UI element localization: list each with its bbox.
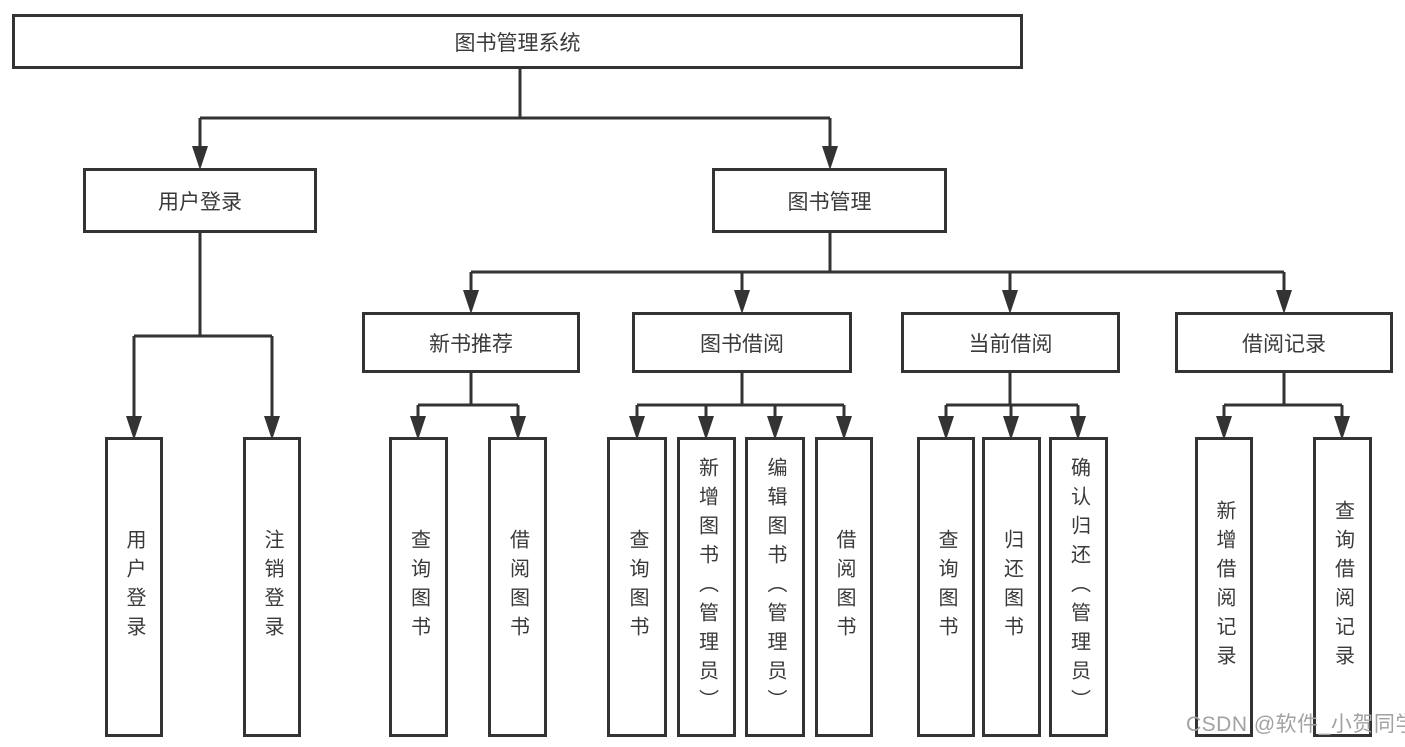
node-book-borrow: 图书借阅: [632, 312, 852, 373]
leaf-logout: 注销登录: [243, 437, 301, 737]
leaf-return-books: 归还图书: [982, 437, 1041, 737]
leaf-label: 编辑图书（管理员）: [764, 456, 786, 718]
leaf-label: 归还图书: [1000, 529, 1023, 645]
node-current-borrow: 当前借阅: [901, 312, 1120, 373]
leaf-label: 借阅图书: [506, 529, 529, 645]
leaf-query-books-current: 查询图书: [917, 437, 975, 737]
node-user-login: 用户登录: [83, 168, 317, 233]
leaf-label: 查询图书: [407, 529, 430, 645]
leaf-label: 查询借阅记录: [1331, 500, 1354, 674]
leaf-borrow-books: 借阅图书: [815, 437, 873, 737]
leaf-label: 确认归还（管理员）: [1067, 456, 1090, 718]
leaf-label: 用户登录: [123, 529, 145, 645]
leaf-user-login: 用户登录: [105, 437, 163, 737]
connector-new-book-recommend-to-children: [410, 373, 526, 440]
leaf-query-books-borrow: 查询图书: [607, 437, 667, 737]
node-new-book-recommend: 新书推荐: [362, 312, 580, 373]
connector-root-to-level1: [192, 69, 838, 170]
leaf-label: 新增图书（管理员）: [695, 456, 718, 718]
leaf-add-books-admin: 新增图书（管理员）: [677, 437, 736, 737]
leaf-query-borrow-record: 查询借阅记录: [1313, 437, 1372, 737]
connector-book-management-to-level2: [463, 233, 1292, 314]
leaf-label: 新增借阅记录: [1213, 500, 1235, 674]
leaf-label: 查询图书: [935, 529, 957, 645]
connector-borrow-records-to-children: [1216, 373, 1350, 440]
connector-current-borrow-to-children: [938, 373, 1086, 440]
leaf-borrow-books-recommend: 借阅图书: [488, 437, 547, 737]
node-borrow-records: 借阅记录: [1175, 312, 1393, 373]
watermark-text: CSDN @软件_小贺同学: [1186, 713, 1405, 736]
leaf-label: 注销登录: [261, 529, 283, 645]
leaf-add-borrow-record: 新增借阅记录: [1195, 437, 1253, 737]
connector-book-borrow-to-children: [629, 373, 852, 440]
connector-user-login-to-children: [126, 233, 280, 440]
leaf-label: 借阅图书: [833, 529, 855, 645]
leaf-query-books-recommend: 查询图书: [389, 437, 448, 737]
node-book-management: 图书管理: [712, 168, 947, 233]
leaf-confirm-return-admin: 确认归还（管理员）: [1049, 437, 1108, 737]
leaf-label: 查询图书: [626, 529, 648, 645]
node-root-book-management-system: 图书管理系统: [12, 14, 1023, 69]
leaf-edit-books-admin: 编辑图书（管理员）: [745, 437, 805, 737]
